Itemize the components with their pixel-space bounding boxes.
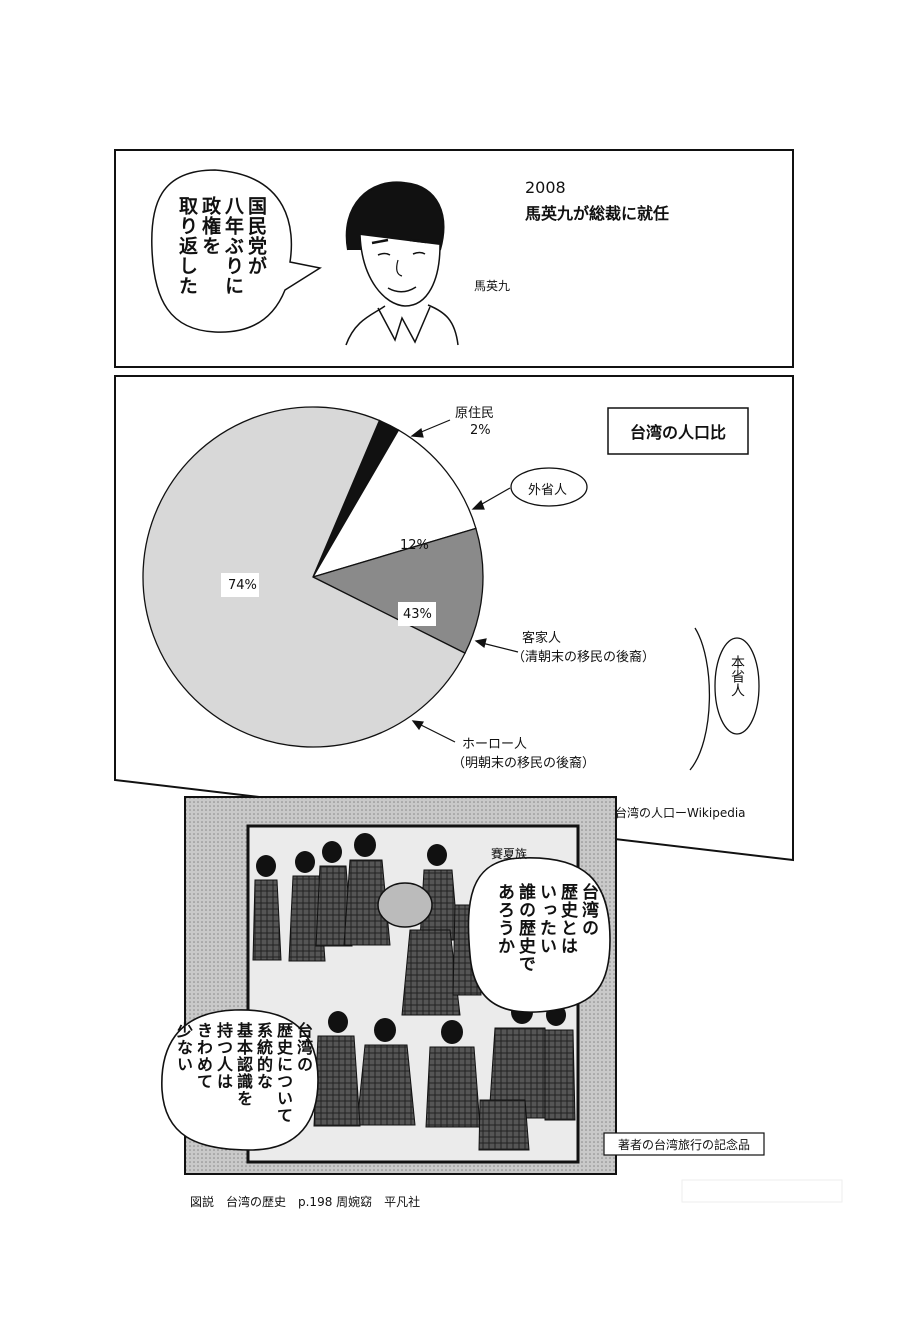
pct-box-43 [398, 602, 436, 626]
panel-2-frame [114, 375, 794, 862]
arrow-head-hakka [474, 638, 487, 649]
headline-text: 馬英九が総裁に就任 [525, 204, 670, 223]
portrait-sketch [345, 181, 459, 346]
speech-line: 八年ぶりに [222, 196, 244, 296]
label-hakka-pct: 43% [403, 607, 432, 622]
chart-title-box [607, 407, 749, 455]
label-indigenous-pct: 2% [470, 423, 491, 438]
speech-line: 持つ人は [214, 1022, 233, 1090]
benshengren-ellipse [714, 637, 760, 735]
speech-bubble-3-text: 台湾の 歴史について 系統的な 基本認識を 持つ人は きわめて 少ない [168, 1022, 313, 1142]
speech-bubble-1-text: 国民党が 八年ぶりに 政権を 取り返した [175, 196, 267, 316]
label-hoklo-pct: 74% [228, 578, 257, 593]
speech-line: 政権を [199, 196, 221, 256]
book-credit: 図説 台湾の歴史 p.198 周婉窈 平凡社 [190, 1195, 421, 1209]
label-hoklo-note: （明朝末の移民の後裔） [452, 756, 596, 771]
label-mainlanders-pct: 12% [400, 538, 429, 553]
pie-slice-3 [142, 406, 466, 748]
label-indigenous: 原住民 [455, 406, 495, 421]
arrow-head-mainlanders [471, 499, 485, 510]
pie-slice-2 [311, 527, 484, 654]
speech-line: 取り返した [176, 196, 198, 296]
label-benshengren: 本省人 [729, 655, 745, 697]
arrow-head-indigenous [410, 427, 424, 438]
pct-box-74 [221, 573, 259, 597]
speech-bubble-1 [151, 169, 322, 333]
blank-box [681, 1179, 843, 1203]
speech-line: 少ない [174, 1022, 193, 1073]
speech-line: 誰の歴史で [515, 883, 535, 973]
label-mainlanders: 外省人 [528, 483, 568, 498]
speech-line: 歴史について [274, 1022, 293, 1124]
speech-line: いったい [536, 883, 556, 955]
speech-line: 系統的な [254, 1022, 273, 1090]
benshengren-bracket [689, 627, 711, 771]
speech-line: 基本認識を [234, 1022, 253, 1107]
speech-bubble-3 [161, 1009, 319, 1151]
chart-source: 台湾の人口ーWikipedia [615, 806, 746, 820]
souvenir-caption-box [603, 1132, 765, 1156]
speech-bubble-2-text: 台湾の 歴史とは いったい 誰の歴史で あろうか [480, 883, 598, 1003]
label-hakka-note: （清朝末の移民の後裔） [512, 650, 656, 665]
label-hoklo: ホーロー人 [462, 737, 528, 752]
callout-arrows [410, 419, 519, 743]
speech-line: 国民党が [245, 196, 267, 276]
photo-caption: 賽夏族 [491, 847, 528, 861]
portrait-caption: 馬英九 [474, 279, 511, 293]
headline-year: 2008 [525, 178, 566, 197]
speech-line: 台湾の [578, 883, 598, 937]
arrow-head-hoklo [411, 720, 424, 731]
speech-line: きわめて [194, 1022, 213, 1090]
speech-line: 歴史とは [557, 883, 577, 955]
pie-chart [142, 406, 484, 748]
panel-1-frame [114, 149, 794, 368]
label-hakka: 客家人 [522, 631, 562, 646]
speech-line: あろうか [494, 883, 514, 955]
chart-title: 台湾の人口比 [629, 423, 726, 442]
speech-line: 台湾の [294, 1022, 313, 1073]
speech-bubble-2 [467, 857, 611, 1013]
souvenir-caption: 著者の台湾旅行の記念品 [617, 1137, 750, 1152]
mainlanders-label-ellipse [510, 467, 588, 507]
